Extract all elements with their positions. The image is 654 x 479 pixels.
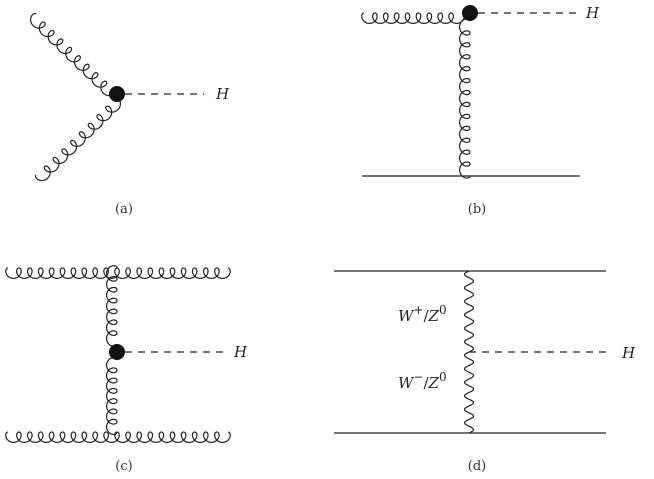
diagram-b: H (b) <box>462 4 600 217</box>
higgs-label-d: H <box>621 344 636 362</box>
boson-label-upper: W+/Z0 <box>398 303 447 325</box>
diagram-d: H W+/Z0 W−/Z0 (d) <box>398 303 636 474</box>
higgs-label-b: H <box>585 4 600 22</box>
vertex-b <box>462 5 478 21</box>
higgs-label-c: H <box>233 343 248 361</box>
boson-label-lower: W−/Z0 <box>398 370 447 392</box>
gluon-c-upper-vertical <box>105 265 118 347</box>
gluon-b-vertical <box>458 18 471 179</box>
boson-line-d-lower <box>463 351 475 434</box>
gluon-b-top <box>361 12 465 25</box>
gluon-a-lower <box>34 96 122 182</box>
gluon-c-bottom-left <box>5 431 120 444</box>
diagram-a: H (a) <box>109 85 230 217</box>
gluon-c-top-left <box>5 267 120 280</box>
vertex-a <box>109 86 125 102</box>
gluon-c-top-right <box>114 267 231 280</box>
diagram-lines <box>5 12 608 444</box>
caption-d: (d) <box>468 459 486 474</box>
gluon-a-upper <box>30 12 117 97</box>
higgs-label-a: H <box>215 85 230 103</box>
vertex-c <box>109 344 125 360</box>
gluon-c-bottom-right <box>114 431 231 444</box>
caption-b: (b) <box>468 202 486 217</box>
caption-a: (a) <box>115 202 133 217</box>
caption-c: (c) <box>115 459 132 474</box>
boson-line-d-upper <box>463 270 475 353</box>
diagram-c: H (c) <box>109 343 248 474</box>
gluon-c-lower-vertical <box>105 357 118 435</box>
